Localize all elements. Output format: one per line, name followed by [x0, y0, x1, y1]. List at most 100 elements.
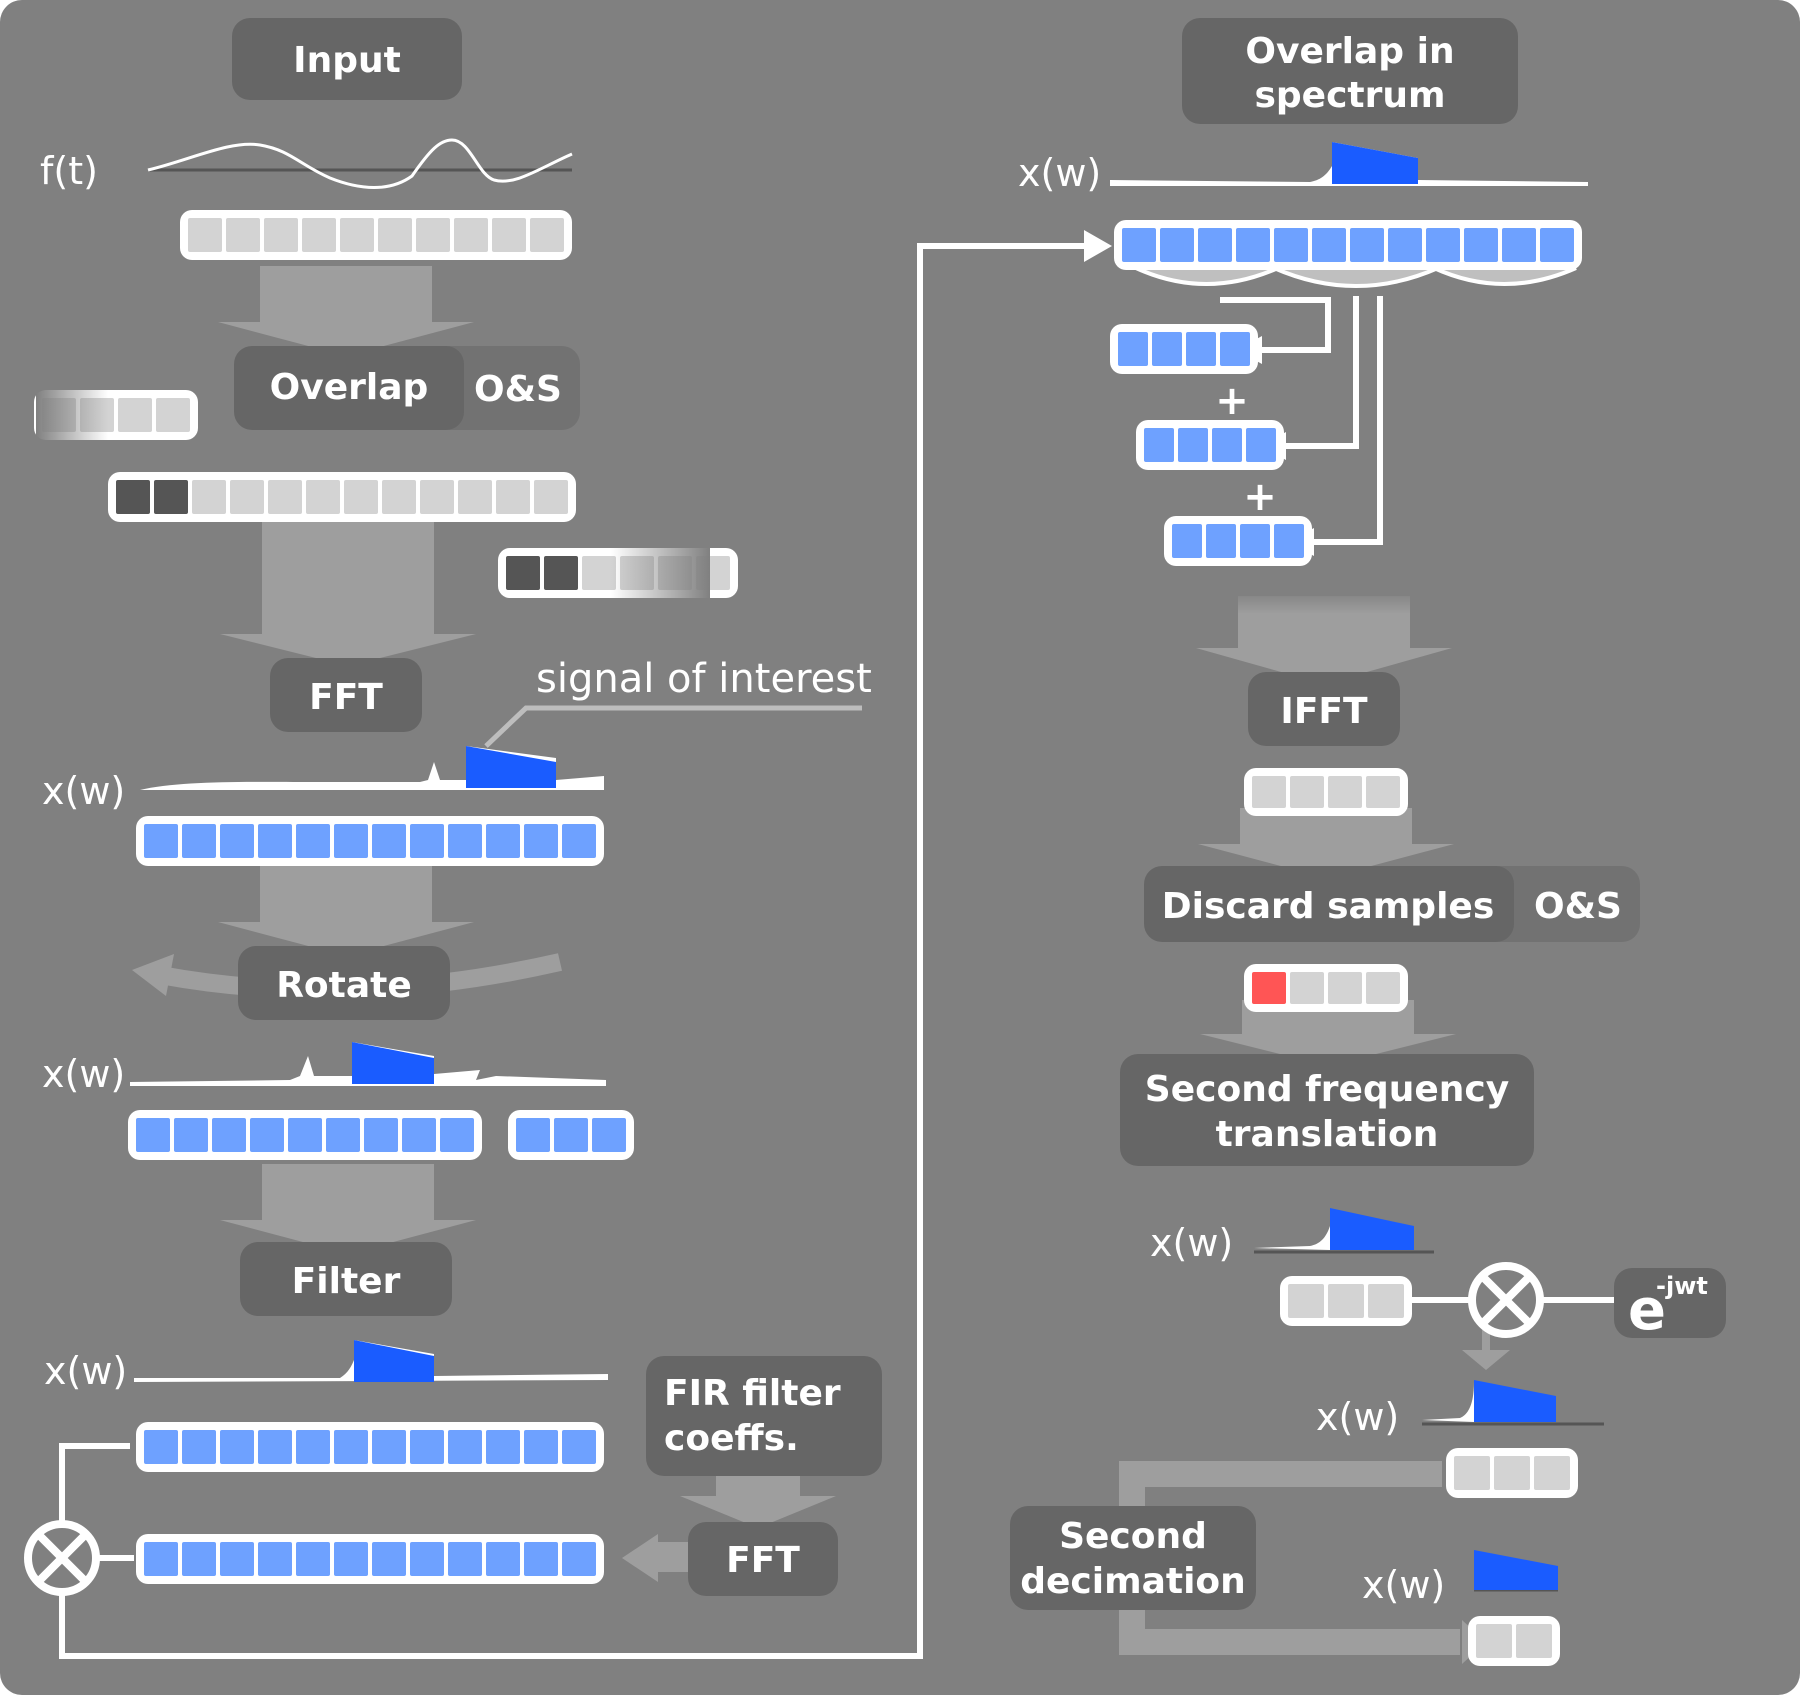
filter-label: Filter — [292, 1261, 401, 1302]
buffer-cell — [486, 1430, 520, 1464]
buffer-cell — [1252, 776, 1286, 808]
buffer-cell — [562, 1542, 596, 1576]
buffer-cell — [486, 1542, 520, 1576]
buffer-cell — [420, 480, 454, 514]
fir-label-line2: coeffs. — [664, 1418, 799, 1459]
buffer-cell — [1476, 1624, 1512, 1658]
arrow-icon — [1198, 808, 1454, 878]
buffer-cell — [302, 218, 336, 252]
buffer-cell — [496, 480, 530, 514]
buffer-cell — [182, 824, 216, 858]
buffer-cell — [334, 1430, 368, 1464]
buffer-cell — [306, 480, 340, 514]
buffer-cell — [592, 1118, 626, 1152]
arrow-icon — [220, 1164, 476, 1254]
buffer-cell — [144, 824, 178, 858]
freq-axis-label: x(w) — [42, 769, 125, 813]
buffer-cell — [1540, 228, 1574, 262]
flow-arrows-right — [1196, 590, 1510, 1370]
spectrum-after-rotate — [130, 1042, 606, 1086]
buffer-cell — [534, 480, 568, 514]
buffer-cell — [1274, 228, 1308, 262]
ifft-label: IFFT — [1280, 691, 1368, 732]
buffer-cell — [174, 1118, 208, 1152]
overlap-spectrum-line1: Overlap in — [1245, 31, 1454, 72]
buffer-cell — [334, 824, 368, 858]
buffer-cell — [1288, 1284, 1324, 1318]
buffer-cell — [372, 824, 406, 858]
fft-box-1 — [270, 658, 422, 732]
buffer-cell — [1312, 228, 1346, 262]
fade-overlay — [490, 546, 710, 608]
buffer-cell — [182, 1430, 216, 1464]
fir-coeffs-box — [646, 1356, 882, 1476]
buffer-cell — [268, 480, 302, 514]
buffer-cell — [220, 1430, 254, 1464]
buffer-cell — [258, 1430, 292, 1464]
buffer-cell — [1160, 228, 1194, 262]
buffer-cell — [1290, 776, 1324, 808]
fft-box-2 — [688, 1522, 838, 1596]
buffer-cell — [144, 1430, 178, 1464]
axis-labels: f(t) x(w) x(w) x(w) x(w) x(w) x(w) x(w) — [40, 149, 1445, 1607]
buffer-cell — [192, 480, 226, 514]
buffer-cell — [250, 1118, 284, 1152]
buffer-cell — [1220, 332, 1250, 366]
buffer-cell — [524, 1542, 558, 1576]
input-label: Input — [293, 40, 401, 81]
buffer-cell — [378, 218, 412, 252]
exponential-box — [1614, 1268, 1726, 1338]
flow-arrows-left — [218, 266, 836, 1582]
overlap-label: Overlap — [270, 367, 429, 408]
buffer-cell — [448, 1430, 482, 1464]
second-freq-line1: Second frequency — [1145, 1069, 1509, 1110]
buffer-cell — [562, 1430, 596, 1464]
buffer-cell — [1328, 972, 1362, 1004]
buffer-cell — [212, 1118, 246, 1152]
freq-axis-label: x(w) — [1018, 151, 1101, 195]
overlap-segments — [1135, 266, 1577, 288]
overlap-spectrum-line2: spectrum — [1254, 75, 1445, 116]
os-label-2: O&S — [1534, 886, 1622, 927]
fir-label-line1: FIR filter — [664, 1373, 841, 1414]
buffer-cell — [440, 1118, 474, 1152]
rotate-label: Rotate — [276, 965, 412, 1006]
discard-label: Discard samples — [1162, 886, 1495, 927]
buffer-cell — [258, 1542, 292, 1576]
buffer-cell — [1366, 776, 1400, 808]
signal-of-interest-label: signal of interest — [536, 656, 872, 702]
buffer-cell — [372, 1430, 406, 1464]
buffer-cell — [448, 1542, 482, 1576]
multiply-icon — [24, 1520, 100, 1596]
freq-axis-label: x(w) — [1316, 1395, 1399, 1439]
buffer-cell — [1328, 1284, 1364, 1318]
buffer-cell — [326, 1118, 360, 1152]
buffer-cell — [334, 1542, 368, 1576]
buffer-cell — [410, 1542, 444, 1576]
buffer-cell — [1212, 428, 1242, 462]
connector-lines — [59, 243, 1614, 1659]
time-signal — [147, 138, 573, 189]
buffer-cell — [144, 1542, 178, 1576]
arrow-icon — [1200, 1000, 1456, 1066]
buffer-cell — [1246, 428, 1276, 462]
buffer-cell — [1502, 228, 1536, 262]
arrow-icon — [1462, 1330, 1510, 1370]
buffer-cell — [454, 218, 488, 252]
plus-sign: + — [1215, 378, 1249, 424]
fft-label-1: FFT — [309, 677, 383, 718]
buffer-cell — [296, 1542, 330, 1576]
buffer-cell — [410, 824, 444, 858]
discard-box — [1144, 866, 1514, 942]
buffer-cell — [1252, 972, 1286, 1004]
spectrum-after-decimation — [1474, 1550, 1558, 1592]
exp-base: e — [1628, 1278, 1666, 1343]
buffer-cell — [1186, 332, 1216, 366]
buffer-cell — [116, 480, 150, 514]
second-freq-box — [1120, 1054, 1534, 1166]
buffer-cell — [554, 1118, 588, 1152]
overlap-spectrum-box — [1182, 18, 1518, 124]
overlap-box — [234, 346, 464, 430]
buffer-cell — [524, 824, 558, 858]
